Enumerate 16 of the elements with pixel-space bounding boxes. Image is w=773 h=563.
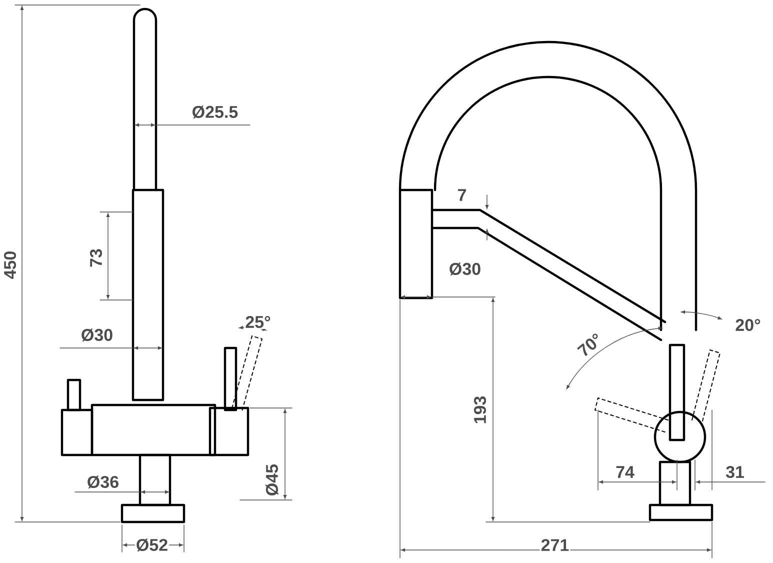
dimension-label: Ø36 — [86, 474, 120, 490]
dimension-label: 70° — [574, 330, 606, 360]
dimension-label: 193 — [472, 394, 488, 426]
dimension-label: 450 — [2, 250, 18, 280]
dimension-label: 25° — [244, 314, 272, 330]
dimension-label: 271 — [540, 538, 570, 552]
dimension-label: Ø45 — [264, 462, 280, 498]
dimension-label: Ø25.5 — [190, 104, 240, 120]
dimension-label: 73 — [88, 248, 104, 268]
dimension-label: Ø30 — [80, 328, 114, 342]
dimension-label: 74 — [614, 465, 636, 479]
dimension-label: 7 — [456, 188, 468, 202]
dimension-label: Ø30 — [448, 262, 482, 276]
dimension-label: Ø52 — [134, 538, 170, 552]
dimension-label: 31 — [724, 464, 746, 480]
dimension-label: 20° — [734, 318, 762, 332]
